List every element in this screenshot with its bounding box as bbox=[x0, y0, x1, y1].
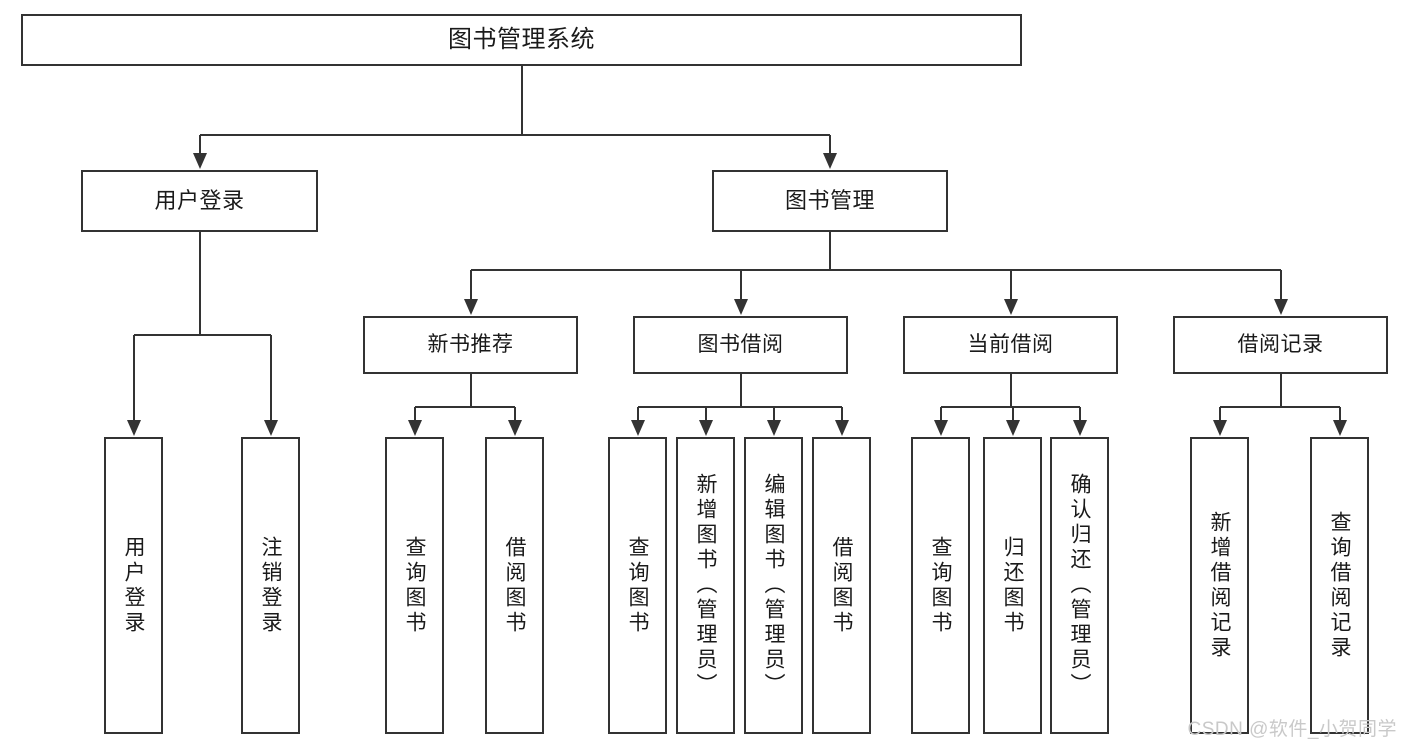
level3-node-0[interactable]: 新书推荐 bbox=[363, 316, 578, 374]
arrow-l3-0-to-leaf-0 bbox=[407, 420, 422, 436]
level3-node-0-label: 新书推荐 bbox=[427, 332, 514, 356]
leaf-node-9[interactable]: 归还图书 bbox=[983, 437, 1042, 734]
arrow-l3-0-to-leaf-1 bbox=[507, 420, 522, 436]
arrow-root-to-level2-0 bbox=[192, 153, 207, 169]
arrow-book-mgmt-to-level3-1 bbox=[733, 299, 748, 315]
level3-node-3[interactable]: 借阅记录 bbox=[1173, 316, 1388, 374]
leaf-node-8[interactable]: 查询图书 bbox=[911, 437, 970, 734]
arrow-l3-2-to-leaf-2 bbox=[1072, 420, 1087, 436]
level3-node-1[interactable]: 图书借阅 bbox=[633, 316, 848, 374]
connector-root-drop-1 bbox=[829, 135, 831, 156]
level3-node-2[interactable]: 当前借阅 bbox=[903, 316, 1118, 374]
connector-l3-drop-1-3 bbox=[840, 407, 843, 423]
arrow-user-login-to-leaf-0 bbox=[126, 420, 141, 436]
connector-book-mgmt-stem bbox=[829, 232, 831, 270]
connector-l3-drop-3-1 bbox=[1338, 407, 1341, 423]
leaf-node-0[interactable]: 用户登录 bbox=[104, 437, 163, 734]
connector-l3-drop-2-0 bbox=[939, 407, 942, 423]
connector-book-mgmt-drop-3 bbox=[1279, 270, 1282, 302]
leaf-node-0-label: 用户登录 bbox=[122, 535, 145, 636]
leaf-node-9-label: 归还图书 bbox=[1001, 535, 1024, 636]
arrow-l3-1-to-leaf-0 bbox=[630, 420, 645, 436]
level3-node-1-label: 图书借阅 bbox=[697, 332, 784, 356]
connector-book-mgmt-drop-0 bbox=[469, 270, 472, 302]
arrow-l3-2-to-leaf-0 bbox=[933, 420, 948, 436]
leaf-node-1-label: 注销登录 bbox=[259, 535, 282, 636]
connector-l3-stem-2 bbox=[1009, 374, 1012, 407]
connector-book-mgmt-bus bbox=[470, 269, 1281, 271]
arrow-user-login-to-leaf-1 bbox=[263, 420, 278, 436]
leaf-node-4[interactable]: 查询图书 bbox=[608, 437, 667, 734]
arrow-root-to-level2-1 bbox=[823, 153, 837, 169]
leaf-node-3[interactable]: 借阅图书 bbox=[485, 437, 544, 734]
connector-root-drop-0 bbox=[198, 135, 201, 156]
connector-l3-drop-2-2 bbox=[1078, 407, 1081, 423]
arrow-book-mgmt-to-level3-0 bbox=[463, 299, 478, 315]
connector-root-stem bbox=[520, 66, 523, 135]
leaf-node-8-label: 查询图书 bbox=[929, 535, 952, 636]
leaf-node-2[interactable]: 查询图书 bbox=[385, 437, 444, 734]
leaf-node-6[interactable]: 编辑图书（管理员） bbox=[744, 437, 803, 734]
arrow-book-mgmt-to-level3-3 bbox=[1273, 299, 1288, 315]
level2-node-1[interactable]: 图书管理 bbox=[712, 170, 948, 232]
root-node-book-management-system[interactable]: 图书管理系统 bbox=[21, 14, 1022, 66]
connector-l3-drop-2-1 bbox=[1011, 407, 1014, 423]
connector-user-login-stem bbox=[198, 232, 201, 335]
leaf-node-10[interactable]: 确认归还（管理员） bbox=[1050, 437, 1109, 734]
connector-l3-drop-1-0 bbox=[636, 407, 639, 423]
level3-node-2-label: 当前借阅 bbox=[967, 332, 1054, 356]
connector-user-login-drop-1 bbox=[269, 335, 272, 423]
level2-node-0-label: 用户登录 bbox=[154, 188, 245, 214]
connector-l3-bus-2 bbox=[940, 406, 1080, 408]
connector-l3-drop-1-1 bbox=[704, 407, 707, 423]
leaf-node-10-label: 确认归还（管理员） bbox=[1068, 473, 1091, 698]
leaf-node-11[interactable]: 新增借阅记录 bbox=[1190, 437, 1249, 734]
leaf-node-1[interactable]: 注销登录 bbox=[241, 437, 300, 734]
connector-l3-stem-3 bbox=[1279, 374, 1282, 407]
connector-root-bus bbox=[199, 134, 830, 136]
connector-user-login-drop-0 bbox=[132, 335, 135, 423]
connector-user-login-bus bbox=[133, 334, 271, 336]
leaf-node-11-label: 新增借阅记录 bbox=[1208, 510, 1231, 661]
level2-node-0[interactable]: 用户登录 bbox=[81, 170, 318, 232]
arrow-l3-2-to-leaf-1 bbox=[1005, 420, 1020, 436]
connector-l3-bus-1 bbox=[637, 406, 842, 408]
arrow-l3-3-to-leaf-0 bbox=[1212, 420, 1227, 436]
connector-l3-drop-0-1 bbox=[513, 407, 516, 423]
leaf-node-7[interactable]: 借阅图书 bbox=[812, 437, 871, 734]
connector-l3-stem-0 bbox=[469, 374, 472, 407]
level3-node-3-label: 借阅记录 bbox=[1237, 332, 1324, 356]
leaf-node-2-label: 查询图书 bbox=[403, 535, 426, 636]
connector-book-mgmt-drop-2 bbox=[1009, 270, 1012, 302]
leaf-node-7-label: 借阅图书 bbox=[830, 535, 853, 636]
connector-l3-bus-3 bbox=[1219, 406, 1340, 408]
connector-l3-stem-1 bbox=[739, 374, 742, 407]
leaf-node-4-label: 查询图书 bbox=[626, 535, 649, 636]
leaf-node-5-label: 新增图书（管理员） bbox=[694, 473, 717, 698]
arrow-l3-1-to-leaf-1 bbox=[698, 420, 713, 436]
leaf-node-6-label: 编辑图书（管理员） bbox=[762, 473, 785, 698]
arrow-l3-3-to-leaf-1 bbox=[1332, 420, 1347, 436]
leaf-node-12[interactable]: 查询借阅记录 bbox=[1310, 437, 1369, 734]
leaf-node-3-label: 借阅图书 bbox=[503, 535, 526, 636]
arrow-book-mgmt-to-level3-2 bbox=[1003, 299, 1018, 315]
connector-book-mgmt-drop-1 bbox=[739, 270, 742, 302]
connector-l3-drop-3-0 bbox=[1218, 407, 1221, 423]
arrow-l3-1-to-leaf-2 bbox=[766, 420, 781, 436]
leaf-node-12-label: 查询借阅记录 bbox=[1328, 510, 1351, 661]
leaf-node-5[interactable]: 新增图书（管理员） bbox=[676, 437, 735, 734]
arrow-l3-1-to-leaf-3 bbox=[834, 420, 849, 436]
connector-l3-drop-0-0 bbox=[413, 407, 416, 423]
level2-node-1-label: 图书管理 bbox=[784, 188, 875, 214]
connector-l3-bus-0 bbox=[414, 406, 515, 408]
root-node-book-management-system-label: 图书管理系统 bbox=[448, 26, 595, 54]
connector-l3-drop-1-2 bbox=[772, 407, 775, 423]
